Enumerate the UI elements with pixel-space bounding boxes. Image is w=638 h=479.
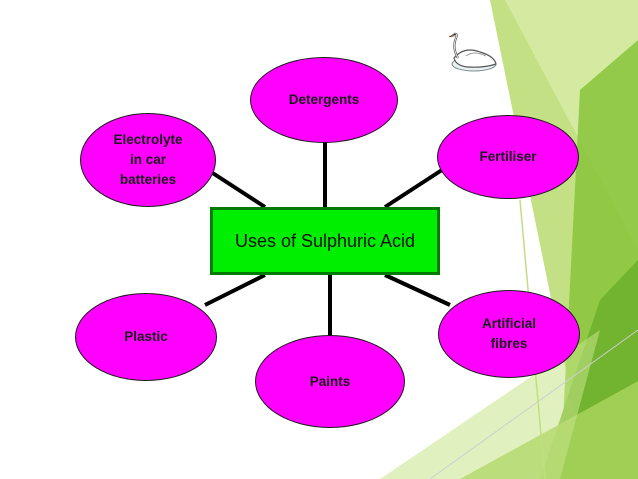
node-paints-label: Paints	[309, 373, 351, 389]
connector-fertiliser	[383, 166, 447, 209]
node-artificial-fibres-label: Artificial fibres	[481, 316, 536, 351]
connector-plastic	[204, 273, 266, 307]
center-box: Uses of Sulphuric Acid	[210, 207, 440, 275]
node-plastic: Plastic	[75, 293, 217, 381]
node-detergents-label: Detergents	[288, 92, 360, 107]
node-artificial-fibres: Artificial fibres	[438, 290, 580, 378]
node-electrolyte: Electrolyte in car batteries	[80, 113, 216, 207]
node-electrolyte-label: Electrolyte in car batteries	[113, 132, 183, 187]
center-label: Uses of Sulphuric Acid	[234, 230, 416, 251]
node-paints: Paints	[255, 335, 405, 428]
node-fertiliser-label: Fertiliser	[479, 149, 537, 164]
swan-icon	[448, 32, 497, 72]
node-plastic-label: Plastic	[124, 329, 168, 344]
connector-electrolyte	[206, 168, 267, 209]
connector-artificial-fibres	[384, 273, 451, 307]
node-fertiliser: Fertiliser	[437, 115, 579, 199]
node-detergents: Detergents	[250, 57, 398, 143]
